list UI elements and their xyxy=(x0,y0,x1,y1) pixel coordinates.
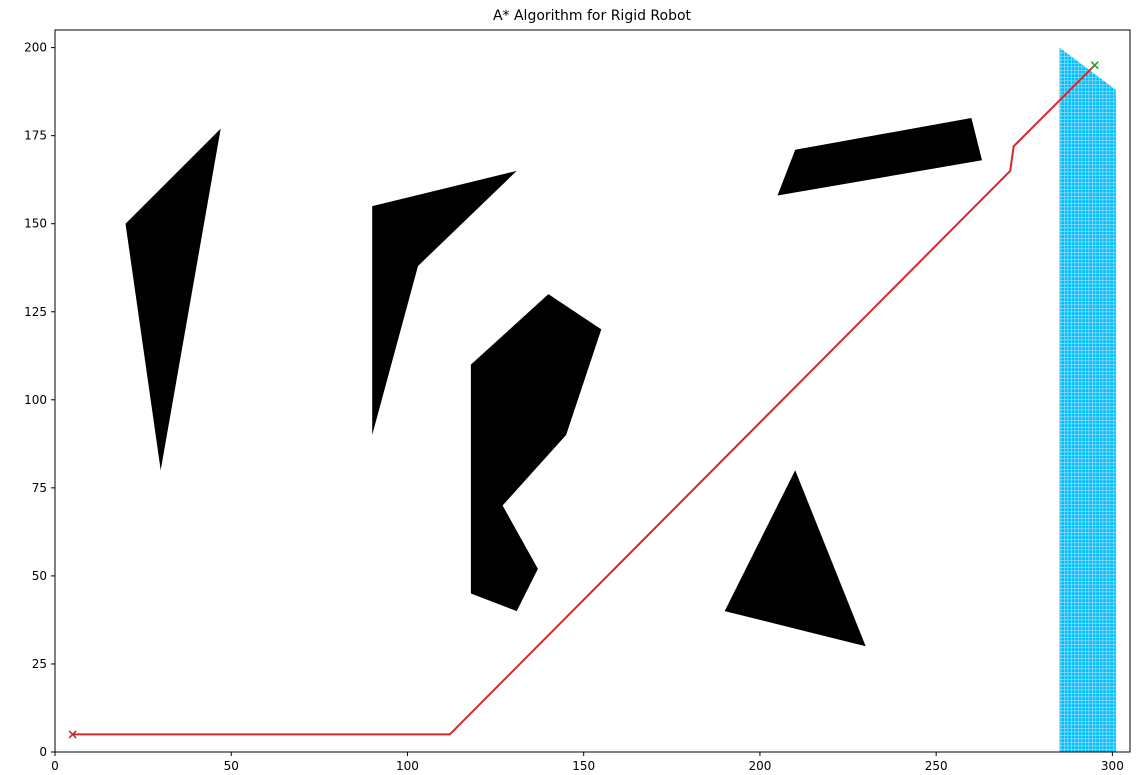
path-layer xyxy=(72,64,1096,736)
y-tick-label: 125 xyxy=(24,305,47,319)
obstacle-kite xyxy=(125,128,221,471)
obstacle-concave-polygon xyxy=(372,170,517,435)
obstacle-triangle xyxy=(724,470,866,647)
x-tick-label: 150 xyxy=(572,759,595,773)
y-tick-label: 175 xyxy=(24,129,47,143)
obstacles-layer xyxy=(107,68,1014,675)
y-tick-label: 0 xyxy=(39,745,47,759)
x-tick-label: 0 xyxy=(51,759,59,773)
y-axis: 0 25 50 75 100 125 150 175 200 xyxy=(24,41,55,759)
goal-marker xyxy=(1090,61,1099,70)
obstacle-rectangle xyxy=(777,118,982,196)
y-tick-label: 100 xyxy=(24,393,47,407)
plot-area xyxy=(68,47,1116,752)
start-marker xyxy=(68,730,77,739)
x-tick-label: 100 xyxy=(396,759,419,773)
x-tick-label: 250 xyxy=(925,759,948,773)
x-tick-label: 50 xyxy=(224,759,239,773)
path-line xyxy=(72,64,1096,736)
y-tick-label: 150 xyxy=(24,217,47,231)
obstacle-clearance-concave-polygon xyxy=(351,146,538,647)
markers-layer xyxy=(68,61,1099,739)
y-tick-label: 25 xyxy=(32,657,47,671)
y-tick-label: 50 xyxy=(32,569,47,583)
axes-frame xyxy=(54,29,1131,753)
x-axis: 0 50 100 150 200 250 300 xyxy=(51,752,1124,773)
x-tick-label: 200 xyxy=(748,759,771,773)
x-tick-label: 300 xyxy=(1101,759,1124,773)
obstacle-c-shape xyxy=(470,294,602,612)
y-tick-label: 75 xyxy=(32,481,47,495)
chart-title: A* Algorithm for Rigid Robot xyxy=(493,8,692,24)
y-tick-label: 200 xyxy=(24,41,47,55)
